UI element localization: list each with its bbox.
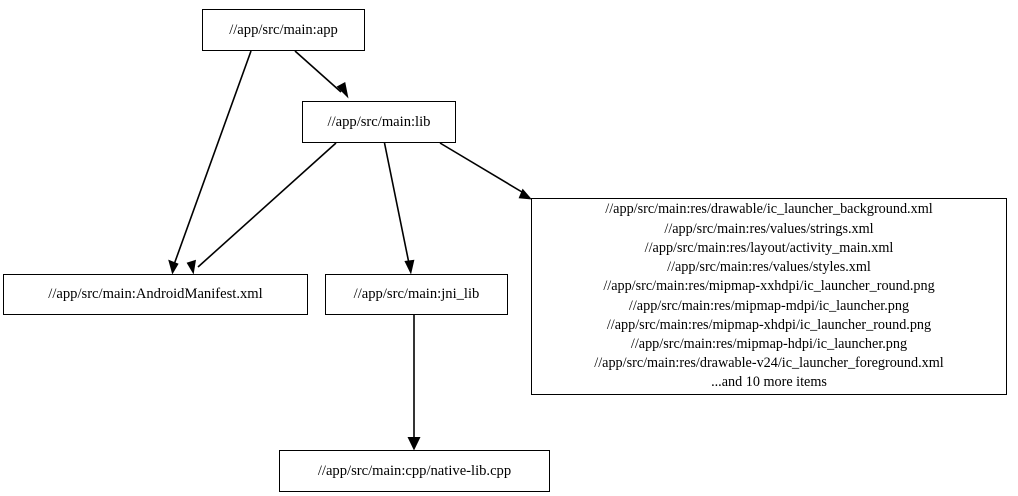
node-lib-label: //app/src/main:lib: [327, 113, 431, 130]
node-app[interactable]: //app/src/main:app: [202, 9, 365, 51]
edge-lib-to-resources: [439, 142, 525, 195]
arrowhead-app-to-manifest: [168, 259, 179, 275]
node-native-lib-cpp[interactable]: //app/src/main:cpp/native-lib.cpp: [279, 450, 550, 492]
node-native-lib-cpp-label: //app/src/main:cpp/native-lib.cpp: [317, 462, 512, 479]
node-jni-lib-label: //app/src/main:jni_lib: [353, 286, 480, 302]
arrowhead-lib-to-jni-lib: [404, 259, 415, 275]
arrowhead-lib-to-manifest: [186, 259, 196, 275]
edge-lib-to-jni-lib: [383, 142, 411, 267]
node-resources-label: //app/src/main:res/drawable/ic_launcher_…: [594, 201, 944, 391]
node-resources[interactable]: //app/src/main:res/drawable/ic_launcher_…: [531, 198, 1007, 395]
arrowhead-app-to-lib: [336, 82, 349, 99]
edge-app-to-lib: [294, 50, 342, 93]
edge-app-to-manifest: [172, 50, 252, 267]
node-lib[interactable]: //app/src/main:lib: [302, 101, 456, 143]
edge-lib-to-manifest: [197, 142, 337, 268]
node-app-label: //app/src/main:app: [229, 21, 338, 38]
node-android-manifest[interactable]: //app/src/main:AndroidManifest.xml: [3, 274, 308, 315]
node-android-manifest-label: //app/src/main:AndroidManifest.xml: [48, 286, 263, 302]
arrowhead-lib-to-resources: [518, 188, 532, 200]
arrowhead-jni-lib-to-native-lib: [407, 437, 421, 451]
node-jni-lib[interactable]: //app/src/main:jni_lib: [325, 274, 508, 315]
